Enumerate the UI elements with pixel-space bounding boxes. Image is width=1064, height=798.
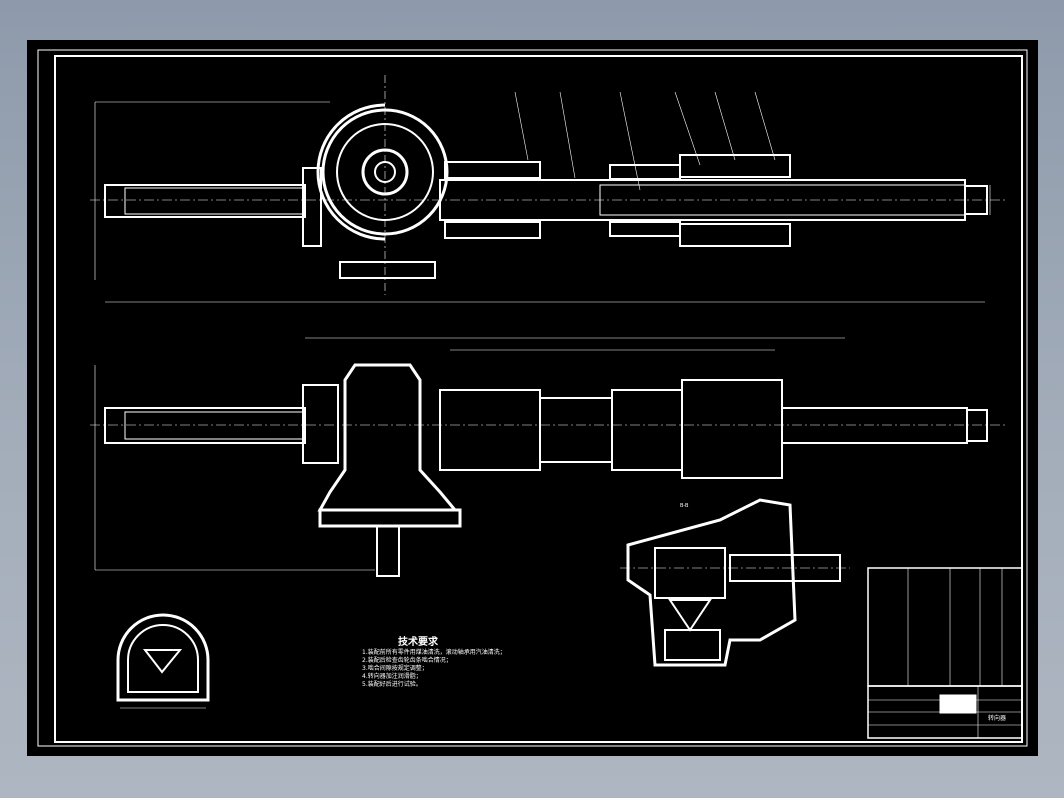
- front-view: [90, 337, 1005, 577]
- outer-border: [37, 49, 1028, 747]
- leader-1: [514, 91, 529, 161]
- bb-yoke: [668, 599, 712, 632]
- top-view: [90, 75, 1005, 303]
- bb-housing: [626, 498, 797, 667]
- tb-name-box: [939, 694, 977, 714]
- notes-line-1: 1.装配前所有零件用煤油清洗，滚动轴承用汽油清洗；: [362, 648, 506, 656]
- front-flange-left: [302, 384, 339, 464]
- housing-arc: [316, 103, 386, 241]
- section-view-small: [116, 613, 210, 709]
- left-rack-end: [124, 187, 306, 215]
- left-flange: [302, 167, 322, 247]
- leader-2: [559, 91, 576, 179]
- section-outline: [116, 613, 210, 702]
- notes-line-2: 2.装配后检查齿轮齿条啮合情况；: [362, 656, 452, 664]
- drawing-sheet: [27, 40, 1038, 756]
- bottom-mount: [339, 261, 436, 279]
- sleeve-1b: [444, 221, 541, 239]
- notes-line-4: 4.转向器加注润滑脂；: [362, 672, 422, 680]
- notes-title: 技术要求: [398, 635, 439, 648]
- title-block: 转向器: [867, 567, 1023, 739]
- bb-inner-cavity: [654, 547, 726, 599]
- section-inner: [127, 624, 199, 693]
- bb-plug: [664, 629, 721, 661]
- input-shaft: [376, 525, 400, 577]
- section-view-bb: B-B: [620, 498, 850, 667]
- leader-3: [619, 91, 641, 191]
- front-left-end: [124, 411, 306, 440]
- inner-frame: [54, 55, 1023, 743]
- gear-housing-profile: [317, 363, 459, 512]
- sleeve-3: [679, 154, 791, 178]
- technical-notes: 技术要求 1.装配前所有零件用煤油清洗，滚动轴承用汽油清洗； 2.装配后检查齿轮…: [362, 635, 506, 688]
- leader-5: [714, 91, 736, 161]
- notes-line-3: 3.啮合间隙按规定调整；: [362, 664, 428, 672]
- leader-4: [674, 91, 701, 166]
- sleeve-1: [444, 161, 541, 179]
- section-bb-label: B-B: [680, 503, 689, 509]
- section-gear: [142, 649, 183, 674]
- front-right-end: [966, 409, 988, 442]
- leader-6: [754, 91, 776, 161]
- sleeve-3b: [679, 223, 791, 247]
- notes-line-5: 5.装配好后进行试验。: [362, 680, 422, 688]
- drawing-name: 转向器: [988, 714, 1006, 722]
